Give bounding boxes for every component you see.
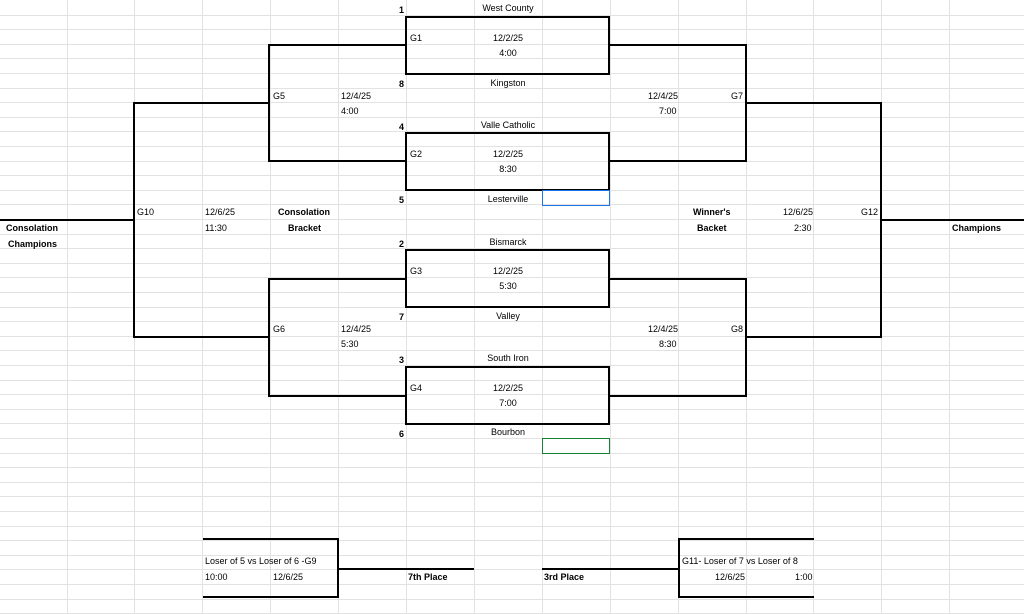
game-time[interactable]: 4:00 (499, 48, 517, 58)
game-label-g8[interactable]: G8 (731, 324, 744, 334)
bracket-line (203, 538, 339, 540)
game-time[interactable]: 11:30 (205, 223, 227, 233)
seed-number[interactable]: 1 (399, 5, 405, 15)
team-name[interactable]: Lesterville (487, 194, 529, 204)
bracket-line (608, 278, 747, 280)
consolation-champions-label[interactable]: Consolation (6, 223, 58, 233)
game-label-g4[interactable]: G4 (410, 383, 423, 393)
bracket-line (405, 423, 610, 425)
game-label-g12[interactable]: G12 (861, 207, 879, 217)
bracket-line (133, 102, 270, 104)
bracket-line (608, 160, 747, 162)
selected-cell-green[interactable] (542, 438, 610, 454)
seed-number[interactable]: 8 (399, 79, 405, 89)
game-date[interactable]: 12/4/25 (648, 324, 679, 334)
game-time[interactable]: 8:30 (499, 164, 517, 174)
game-date[interactable]: 12/4/25 (341, 91, 372, 101)
seventh-place-label[interactable]: 7th Place (408, 572, 448, 582)
consolation-bracket-label[interactable]: Consolation (278, 207, 330, 217)
game-label-g10[interactable]: G10 (137, 207, 155, 217)
game-label-g2[interactable]: G2 (410, 149, 423, 159)
game-date[interactable]: 12/2/25 (492, 266, 524, 276)
game-date[interactable]: 12/6/25 (273, 572, 304, 582)
bracket-line (608, 44, 747, 46)
team-name[interactable]: Bismarck (489, 237, 527, 247)
team-name[interactable]: West County (482, 3, 534, 13)
bracket-line (405, 306, 610, 308)
game-date[interactable]: 12/4/25 (648, 91, 679, 101)
bracket-line (745, 336, 882, 338)
bracket-line (268, 160, 407, 162)
bracket-line (203, 596, 339, 598)
seed-number[interactable]: 3 (399, 355, 405, 365)
game-time[interactable]: 8:30 (659, 339, 677, 349)
seventh-place-game-desc[interactable]: Loser of 5 vs Loser of 6 -G9 (205, 556, 317, 566)
team-name[interactable]: Bourbon (490, 427, 526, 437)
game-time[interactable]: 1:00 (795, 572, 813, 582)
bracket-line (405, 73, 610, 75)
game-label-g1[interactable]: G1 (410, 33, 423, 43)
bracket-line (268, 44, 407, 46)
game-date[interactable]: 12/2/25 (492, 33, 524, 43)
consolation-bracket-label[interactable]: Bracket (288, 223, 322, 233)
team-name[interactable]: Valle Catholic (480, 120, 536, 130)
game-label-g6[interactable]: G6 (273, 324, 286, 334)
game-time[interactable]: 7:00 (659, 106, 677, 116)
game-label-g3[interactable]: G3 (410, 266, 423, 276)
bracket-line (405, 132, 610, 134)
consolation-champions-label[interactable]: Champions (8, 239, 58, 249)
game-time[interactable]: 2:30 (794, 223, 812, 233)
game-time[interactable]: 10:00 (205, 572, 228, 582)
team-name[interactable]: Kingston (490, 78, 526, 88)
bracket-line (678, 596, 814, 598)
bracket-line (880, 219, 1024, 221)
bracket-line (268, 278, 407, 280)
bracket-line (608, 395, 747, 397)
bracket-line (268, 395, 407, 397)
game-time[interactable]: 4:00 (341, 106, 359, 116)
game-date[interactable]: 12/6/25 (783, 207, 814, 217)
bracket-line (0, 219, 135, 221)
champions-label[interactable]: Champions (952, 223, 1002, 233)
bracket-line (337, 568, 474, 570)
game-time[interactable]: 5:30 (341, 339, 359, 349)
bracket-line (745, 102, 882, 104)
game-date[interactable]: 12/6/25 (205, 207, 236, 217)
bracket-line (405, 189, 610, 191)
seed-number[interactable]: 6 (399, 429, 405, 439)
game-date[interactable]: 12/6/25 (715, 572, 746, 582)
seed-number[interactable]: 2 (399, 239, 405, 249)
game-date[interactable]: 12/4/25 (341, 324, 372, 334)
winners-bracket-label[interactable]: Winner's (693, 207, 731, 217)
game-label-g7[interactable]: G7 (731, 91, 744, 101)
game-time[interactable]: 7:00 (499, 398, 517, 408)
bracket-line (542, 568, 680, 570)
bracket-line (133, 336, 270, 338)
bracket-line (405, 249, 610, 251)
seed-number[interactable]: 4 (399, 122, 405, 132)
third-place-label[interactable]: 3rd Place (544, 572, 585, 582)
game-date[interactable]: 12/2/25 (492, 383, 524, 393)
winners-bracket-label[interactable]: Backet (697, 223, 727, 233)
game-label-g5[interactable]: G5 (273, 91, 286, 101)
team-name[interactable]: South Iron (487, 353, 529, 363)
bracket-line (405, 366, 610, 368)
game-date[interactable]: 12/2/25 (492, 149, 524, 159)
team-name[interactable]: Valley (496, 311, 520, 321)
selected-cell-blue[interactable] (542, 190, 610, 206)
bracket-line (678, 538, 814, 540)
seed-number[interactable]: 7 (399, 312, 405, 322)
game-time[interactable]: 5:30 (499, 281, 517, 291)
bracket-line (405, 16, 610, 18)
seed-number[interactable]: 5 (399, 195, 405, 205)
third-place-game-desc[interactable]: G11- Loser of 7 vs Loser of 8 (682, 556, 798, 566)
